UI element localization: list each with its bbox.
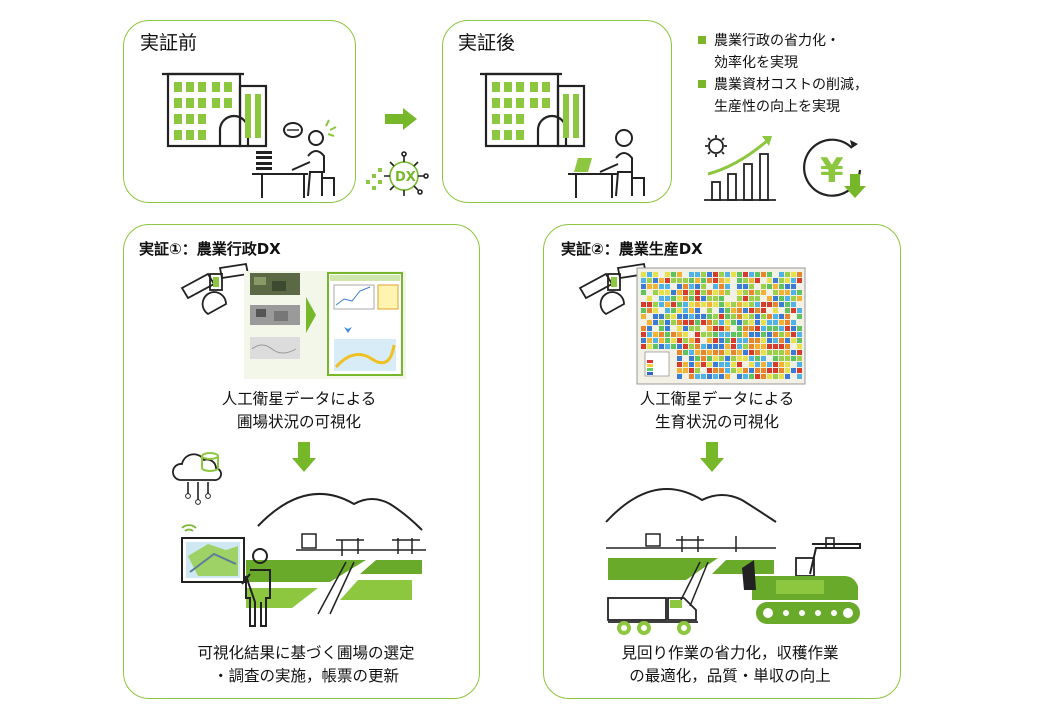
growth-chart-icon bbox=[704, 135, 776, 201]
section2-caption-line1: 人工衛星データによる bbox=[639, 390, 795, 408]
section1-title: 実証①：農業行政DX bbox=[139, 240, 281, 258]
section1-caption-line2: 圃場状況の可視化 bbox=[236, 413, 361, 431]
section1-caption-line1: 人工衛星データによる bbox=[221, 390, 377, 408]
growth-heatmap-image bbox=[636, 267, 806, 385]
combine-harvester-icon bbox=[742, 537, 861, 624]
after-panel bbox=[442, 20, 672, 203]
section1-result-line1: 可視化結果に基づく圃場の選定 bbox=[197, 644, 415, 662]
after-title: 実証後 bbox=[458, 32, 516, 54]
bullet-icon bbox=[698, 80, 706, 88]
satellite-image-panel bbox=[244, 271, 406, 379]
section1-caption: 人工衛星データによる 圃場状況の可視化 bbox=[204, 388, 394, 434]
dx-gear-icon: DX bbox=[366, 151, 429, 196]
benefit-item-1: 農業行政の省力化・ 効率化を実現 bbox=[698, 30, 840, 74]
field-landscape-icon bbox=[605, 488, 777, 607]
down-arrow-icon bbox=[292, 442, 316, 472]
before-title: 実証前 bbox=[140, 32, 198, 54]
benefit-2-line1: 農業資材コストの削減， bbox=[714, 77, 868, 93]
benefit-1-line2: 効率化を実現 bbox=[714, 55, 798, 71]
down-arrow-icon bbox=[700, 442, 724, 472]
benefit-item-2: 農業資材コストの削減， 生産性の向上を実現 bbox=[698, 74, 868, 118]
standing-person-icon bbox=[241, 548, 271, 627]
section2-caption: 人工衛星データによる 生育状況の可視化 bbox=[622, 388, 812, 434]
dump-truck-icon bbox=[607, 597, 698, 635]
field-landscape-icon bbox=[246, 492, 426, 615]
benefit-1-line1: 農業行政の省力化・ bbox=[714, 33, 840, 49]
tablet-icon bbox=[181, 524, 245, 583]
section2-result-line2: の最適化，品質・単収の向上 bbox=[629, 667, 831, 685]
section2-result-line1: 見回り作業の省力化，収穫作業 bbox=[621, 644, 839, 662]
section1-result-line2: ・調査の実施，帳票の更新 bbox=[212, 667, 399, 685]
person-at-laptop-icon bbox=[568, 129, 645, 198]
section2-title: 実証②：農業生産DX bbox=[561, 240, 703, 258]
building-icon bbox=[162, 72, 268, 148]
dx-badge-text: DX bbox=[395, 170, 416, 185]
right-arrow-icon bbox=[385, 108, 417, 130]
yen-cost-down-icon: ¥ bbox=[803, 138, 866, 198]
person-at-desk-stressed-icon bbox=[252, 119, 337, 198]
section1-result: 可視化結果に基づく圃場の選定 ・調査の実施，帳票の更新 bbox=[166, 642, 446, 688]
building-icon bbox=[480, 72, 586, 148]
satellite-icon bbox=[180, 262, 250, 316]
section2-result: 見回り作業の省力化，収穫作業 の最適化，品質・単収の向上 bbox=[590, 642, 870, 688]
bullet-icon bbox=[698, 36, 706, 44]
section2-caption-line2: 生育状況の可視化 bbox=[654, 413, 779, 431]
cloud-database-icon bbox=[172, 452, 222, 505]
yen-symbol: ¥ bbox=[820, 151, 844, 191]
benefit-2-line2: 生産性の向上を実現 bbox=[714, 99, 840, 115]
